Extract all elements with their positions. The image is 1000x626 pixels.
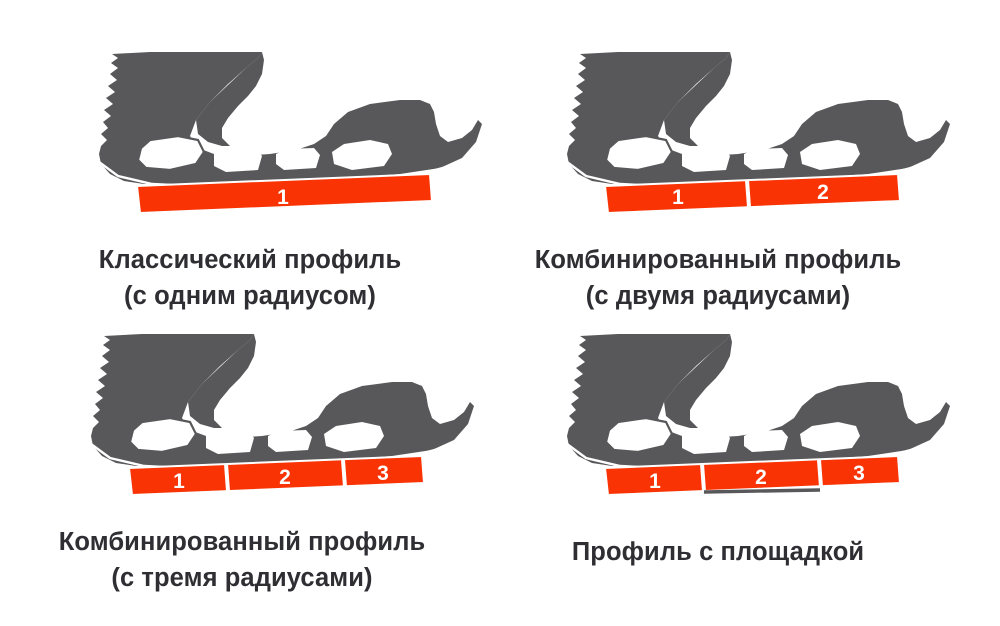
- blade-group-two-radii: 1 2: [603, 172, 902, 215]
- blade-track: [603, 454, 902, 497]
- blade-segment-1: [135, 172, 434, 215]
- holder-window-2: [214, 148, 262, 172]
- panel-combined-three-radii: 1 2 3 Комбинированный профиль (с тремя р…: [0, 306, 492, 619]
- skate-boot-shape: [566, 334, 950, 471]
- skate-figure-classic: 1: [0, 24, 500, 224]
- caption-line-1: Классический профиль: [98, 246, 402, 274]
- caption-line-1: Профиль с площадкой: [571, 538, 865, 566]
- blade-group-platform: 1 2 3: [603, 454, 902, 497]
- blade-divider-1: [700, 463, 706, 492]
- holder-window-2: [206, 430, 254, 454]
- platform-flat-indicator-line: [703, 488, 821, 494]
- caption-line-1: Комбинированный профиль: [534, 246, 902, 274]
- caption-line-2: (с двумя радиусами): [585, 282, 851, 310]
- blade-segment-label-2: 2: [755, 466, 767, 489]
- holder-window-1: [604, 416, 674, 454]
- blade-segment-label-3: 3: [853, 462, 865, 485]
- skate-figure-platform: 1 2 3: [468, 306, 968, 506]
- boot-arch-bridge: [188, 334, 256, 428]
- caption-classic-profile: Классический профиль (с одним радиусом): [0, 242, 500, 314]
- boot-arch-bridge: [664, 52, 732, 146]
- blade-track: [127, 454, 426, 497]
- skate-boot-shape: [566, 52, 950, 189]
- caption-line-2: (с тремя радиусами): [111, 564, 373, 592]
- skate-figure-two-radii: 1 2: [468, 24, 968, 224]
- blade-divider-2: [341, 459, 347, 488]
- boot-arch-bridge: [664, 334, 732, 428]
- holder-window-3: [744, 430, 788, 452]
- panel-classic-profile: 1 Классический профиль (с одним радиусом…: [0, 24, 500, 337]
- blade-segment-label-1: 1: [173, 470, 185, 493]
- holder-window-4: [800, 140, 860, 170]
- holder-window-4: [324, 422, 384, 452]
- holder-window-3: [268, 430, 312, 452]
- boot-arch-bridge: [196, 52, 264, 146]
- skate-figure-three-radii: 1 2 3: [0, 306, 492, 506]
- blade-segment-label-1: 1: [277, 186, 289, 209]
- blade-divider-1: [745, 179, 751, 208]
- caption-line-2: (с одним радиусом): [124, 282, 376, 310]
- holder-window-1: [128, 416, 198, 454]
- panel-profile-with-platform: 1 2 3 Профиль с площадкой: [468, 306, 968, 619]
- holder-window-3: [744, 148, 788, 170]
- blade-segment-label-2: 2: [817, 181, 829, 204]
- blade-track: [603, 172, 902, 215]
- blade-divider-2: [817, 459, 823, 488]
- blade-group-three-radii: 1 2 3: [127, 454, 426, 497]
- holder-window-1: [136, 134, 206, 172]
- panel-combined-two-radii: 1 2 Комбинированный профиль (с двумя рад…: [468, 24, 968, 337]
- holder-window-1: [604, 134, 674, 172]
- holder-window-2: [682, 430, 730, 454]
- caption-profile-with-platform: Профиль с площадкой: [468, 534, 968, 570]
- holder-window-2: [682, 148, 730, 172]
- skate-boot-shape: [90, 334, 474, 471]
- holder-window-3: [276, 148, 320, 170]
- caption-line-1: Комбинированный профиль: [58, 528, 426, 556]
- blade-segment-label-3: 3: [377, 462, 389, 485]
- blade-group-classic: 1: [135, 172, 434, 215]
- caption-combined-two-radii: Комбинированный профиль (с двумя радиуса…: [468, 242, 968, 314]
- blade-divider-1: [224, 463, 230, 492]
- holder-window-4: [332, 140, 392, 170]
- blade-segment-label-2: 2: [279, 466, 291, 489]
- caption-combined-three-radii: Комбинированный профиль (с тремя радиуса…: [0, 524, 492, 596]
- blade-segment-label-1: 1: [672, 186, 684, 209]
- blade-segment-label-1: 1: [649, 470, 661, 493]
- holder-window-4: [800, 422, 860, 452]
- skate-boot-shape: [98, 52, 482, 189]
